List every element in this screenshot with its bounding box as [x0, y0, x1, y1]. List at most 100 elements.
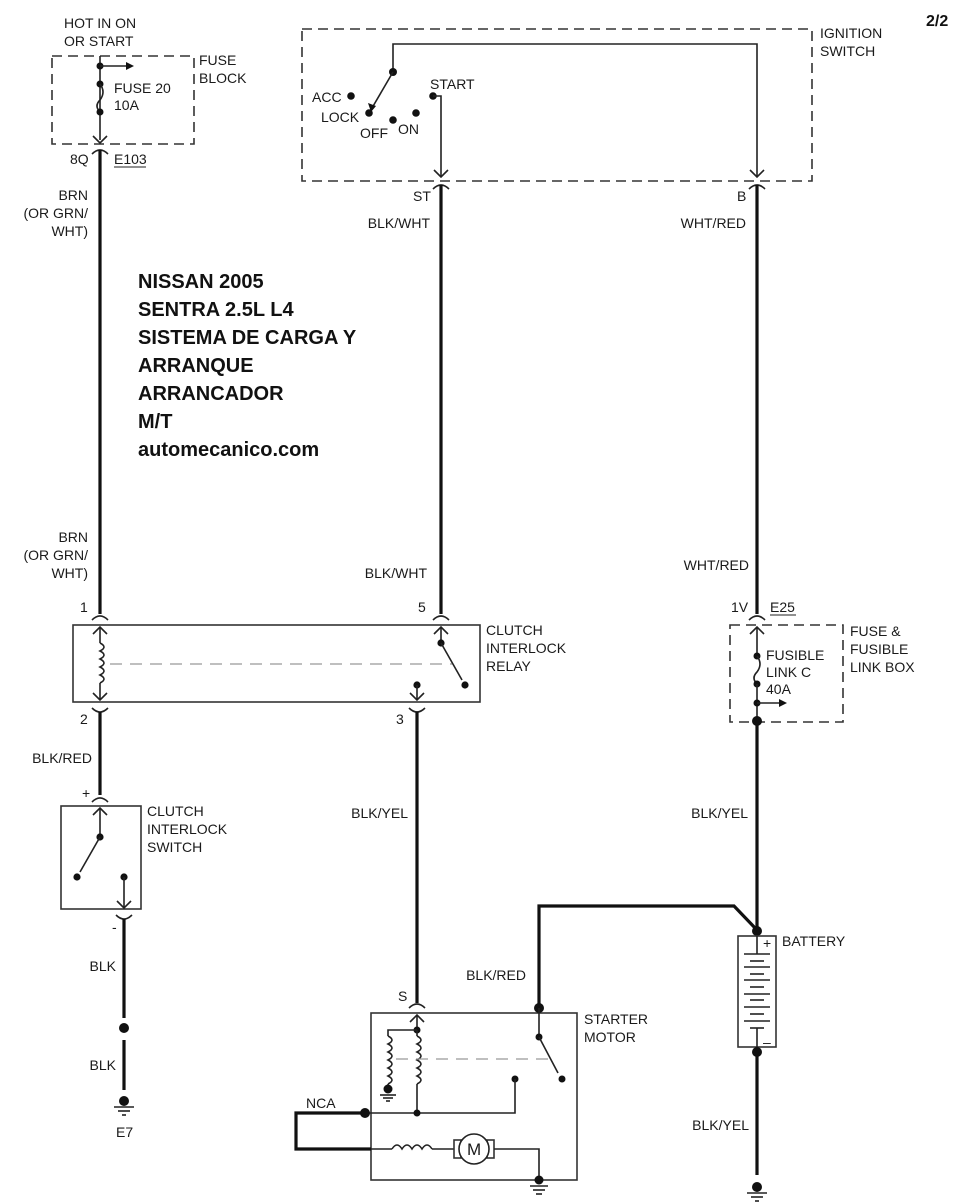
fusible-link-label-2: LINK C [766, 664, 811, 680]
fuse-block-outline [51, 55, 195, 145]
starter-name-2: MOTOR [584, 1029, 636, 1045]
clutch-interlock-switch: + CLUTCH INTERLOCK SWITCH - [60, 785, 228, 935]
supply-label-1: HOT IN ON [64, 15, 136, 31]
fusible-box-name-2: FUSIBLE [850, 641, 908, 657]
fuse-block-name-2: BLOCK [199, 70, 247, 86]
switch-wiper [371, 71, 394, 109]
connector-female-icon [408, 1003, 426, 1009]
position-lock-dot [365, 109, 373, 117]
ignition-switch-outline [301, 28, 813, 182]
starter-pin-s: S [398, 988, 407, 1004]
title-line-1: NISSAN 2005 [138, 271, 264, 293]
connector-male-icon [749, 169, 765, 179]
connector-female-icon [748, 615, 766, 621]
title-line-7: automecanico.com [138, 439, 319, 461]
wire-label-blk-red-2: BLK/RED [466, 967, 526, 983]
wire-label-blk-2: BLK [90, 1057, 117, 1073]
connector-female-icon [91, 615, 109, 621]
connector-female-icon [91, 797, 109, 803]
starter-motor: S STARTER MOTOR NCA [294, 988, 648, 1195]
motor-icon [458, 1133, 490, 1165]
position-lock: LOCK [321, 109, 360, 125]
connector-e103: E103 [114, 151, 147, 167]
motor-symbol: M [467, 1140, 481, 1159]
title-line-2: SENTRA 2.5L L4 [138, 299, 294, 321]
relay-name-3: RELAY [486, 658, 532, 674]
field-winding-icon [391, 1144, 433, 1151]
clutch-switch-name-3: SWITCH [147, 839, 202, 855]
ground-e7-label: E7 [116, 1124, 133, 1140]
position-start: START [430, 76, 475, 92]
connector-e25: E25 [770, 599, 795, 615]
clutch-switch-name-1: CLUTCH [147, 803, 204, 819]
ground-icon [747, 1182, 767, 1202]
fusible-link-box-outline [729, 624, 844, 723]
relay-contact-arm [440, 642, 463, 681]
clutch-interlock-relay: 1 5 CLUTCH INTERLOCK RELAY 2 3 [72, 599, 567, 727]
fusible-link-label-1: FUSIBLE [766, 647, 824, 663]
battery: + – BATTERY [737, 926, 846, 1057]
position-acc-dot [347, 92, 355, 100]
switch-pin-minus: - [112, 919, 117, 935]
fusible-link-label-3: 40A [766, 681, 792, 697]
starter-outline [370, 1012, 578, 1181]
relay-outline [72, 624, 481, 703]
wire-label-brn-3: WHT) [51, 223, 88, 239]
connector-female-icon [91, 707, 109, 713]
fuse-label-2: 10A [114, 97, 140, 113]
wire-label-brn-1: BRN [58, 187, 88, 203]
fuse-label-1: FUSE 20 [114, 80, 171, 96]
starter-name-1: STARTER [584, 1011, 648, 1027]
relay-name-1: CLUTCH [486, 622, 543, 638]
wire-blk-red-starter [537, 904, 759, 1008]
position-off-dot [389, 116, 397, 124]
supply-label-2: OR START [64, 33, 134, 49]
relay-pin-2: 2 [80, 711, 88, 727]
position-on-dot [412, 109, 420, 117]
pull-in-coil-icon [415, 1035, 422, 1085]
position-off: OFF [360, 125, 388, 141]
fusible-box-name-1: FUSE & [850, 623, 901, 639]
pin-8q: 8Q [70, 151, 89, 167]
fusible-link-icon [753, 655, 761, 685]
position-on: ON [398, 121, 419, 137]
title-line-4: ARRANQUE [138, 355, 254, 377]
ground-icon [114, 1096, 134, 1116]
wire-label-blk-1: BLK [90, 958, 117, 974]
wire-label-blk-red-1: BLK/RED [32, 750, 92, 766]
relay-pin-5: 5 [418, 599, 426, 615]
ignition-switch: IGNITION SWITCH ACC LOCK OFF ON START ST… [301, 25, 882, 204]
battery-minus: – [763, 1034, 771, 1050]
clutch-switch-name-2: INTERLOCK [147, 821, 228, 837]
arrow-right-icon [126, 62, 134, 70]
wire-label-brn-1b: BRN [58, 529, 88, 545]
clutch-switch-outline [60, 805, 142, 910]
arrow-right-icon [779, 699, 787, 707]
switch-pin-plus: + [82, 785, 90, 801]
page-number: 2/2 [926, 13, 948, 30]
fuse-block-name-1: FUSE [199, 52, 236, 68]
connector-female-icon [408, 707, 426, 713]
fusible-pin-1v: 1V [731, 599, 749, 615]
title-line-3: SISTEMA DE CARGA Y [138, 327, 357, 349]
position-acc: ACC [312, 89, 342, 105]
title-line-6: M/T [138, 411, 172, 433]
battery-plus: + [763, 935, 771, 951]
fusible-link-box: 1V E25 FUSE & FUSIBLE LINK BOX FUSIBLE L… [729, 599, 915, 726]
ground-icon [530, 1175, 548, 1195]
starter-contact-arm [538, 1036, 559, 1074]
fuse-icon [96, 83, 104, 113]
connector-female-icon [432, 615, 450, 621]
splice-dot [119, 1023, 129, 1033]
connector-male-icon [433, 169, 449, 179]
wire-label-blk-yel-3: BLK/YEL [692, 1117, 749, 1133]
ignition-switch-name-1: IGNITION [820, 25, 882, 41]
wire-label-blk-wht-2: BLK/WHT [365, 565, 428, 581]
relay-coil-icon [98, 642, 105, 684]
fuse-block: HOT IN ON OR START FUSE BLOCK FUSE 20 10… [51, 15, 247, 168]
wire-label-wht-red-1: WHT/RED [681, 215, 746, 231]
fusible-box-name-3: LINK BOX [850, 659, 915, 675]
wire-label-brn-3b: WHT) [51, 565, 88, 581]
nca-label: NCA [306, 1095, 336, 1111]
